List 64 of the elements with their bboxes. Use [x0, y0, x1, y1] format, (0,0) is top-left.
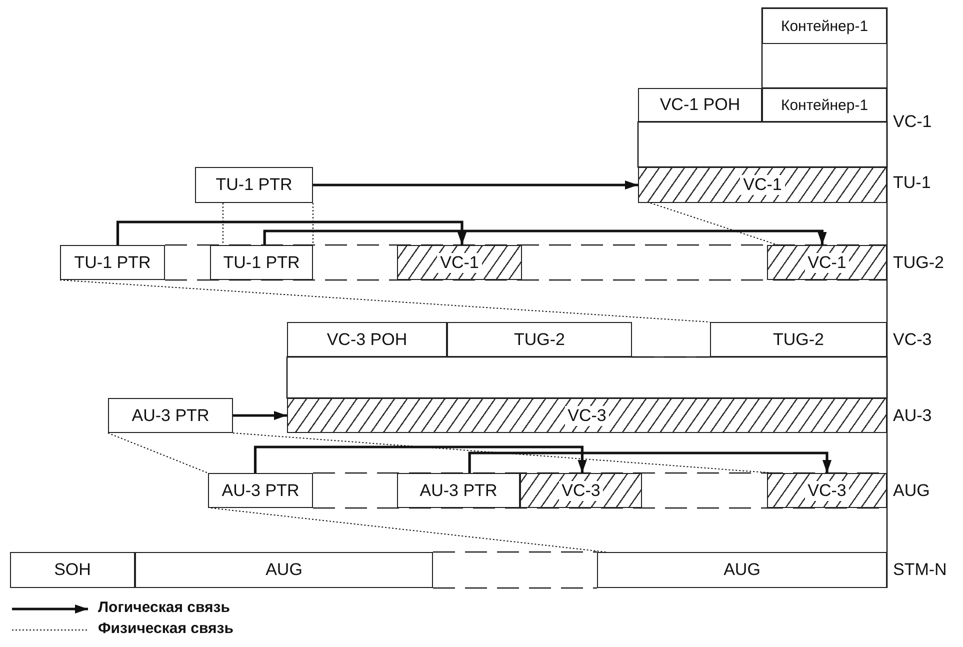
field-box [208, 473, 313, 508]
field-label: Контейнер-1 [780, 18, 868, 34]
hatched-field-box [767, 473, 887, 508]
hatched-field-box [287, 398, 887, 433]
row-label: TUG-2 [893, 253, 944, 273]
row-label: VC-1 [893, 112, 932, 132]
field-label: VC-1 POH [660, 95, 740, 115]
field-label: Контейнер-1 [780, 96, 868, 114]
hatched-field-box [520, 473, 642, 508]
field-label: AUG [724, 560, 760, 580]
field-label: VC-1 [804, 252, 850, 272]
field-box [710, 322, 887, 357]
arrow [116, 220, 467, 245]
field-box [597, 552, 887, 588]
arrow [313, 180, 638, 190]
hatched-field-box [638, 167, 887, 203]
row-label: STM-N [893, 560, 947, 580]
field-label: AU-3 PTR [222, 480, 300, 500]
field-box [210, 245, 313, 280]
field-label: VC-3 [558, 480, 604, 500]
field-label: AU-3 PTR [420, 480, 498, 500]
arrow [233, 410, 287, 420]
arrow [254, 446, 587, 473]
hatched-field-box [397, 245, 522, 280]
row-label: TU-1 [893, 173, 931, 193]
field-label: AU-3 PTR [132, 406, 210, 426]
dotted-link-line [650, 202, 778, 246]
field-box [447, 322, 632, 357]
field-box [195, 167, 313, 203]
arrow [468, 452, 832, 473]
field-box [762, 88, 887, 122]
field-box [10, 552, 135, 588]
field-box [762, 8, 887, 44]
field-box [397, 473, 520, 508]
hatched-field-box [767, 245, 887, 280]
field-label: TU-1 PTR [216, 175, 292, 195]
legend-label: Физическая связь [98, 620, 234, 637]
arrow [263, 230, 827, 245]
field-box [287, 322, 447, 357]
field-label: AUG [266, 560, 302, 580]
field-label: SOH [54, 560, 91, 580]
field-label: VC-3 POH [326, 330, 408, 350]
dotted-link-line [232, 432, 774, 474]
dotted-link-line [222, 202, 224, 246]
field-label: TU-1 PTR [223, 252, 300, 272]
field-box [60, 245, 165, 280]
legend-label: Логическая связь [98, 599, 230, 616]
field-label: VC-3 [564, 406, 610, 426]
field-label: VC-1 [740, 175, 785, 195]
row-label: AUG [893, 481, 930, 501]
field-label: TU-1 PTR [74, 252, 151, 272]
dotted-link-line [108, 432, 208, 474]
row-label: VC-3 [893, 330, 932, 350]
field-label: TUG-2 [514, 330, 565, 350]
field-label: VC-1 [437, 252, 482, 272]
dotted-link-line [312, 202, 314, 246]
dotted-link-line [210, 508, 606, 552]
field-box [135, 552, 433, 588]
dotted-link-line [60, 280, 710, 322]
field-label: VC-3 [804, 480, 850, 500]
field-box [108, 398, 233, 433]
field-label: TUG-2 [773, 330, 824, 350]
row-label: AU-3 [893, 406, 932, 426]
field-box [638, 88, 762, 122]
